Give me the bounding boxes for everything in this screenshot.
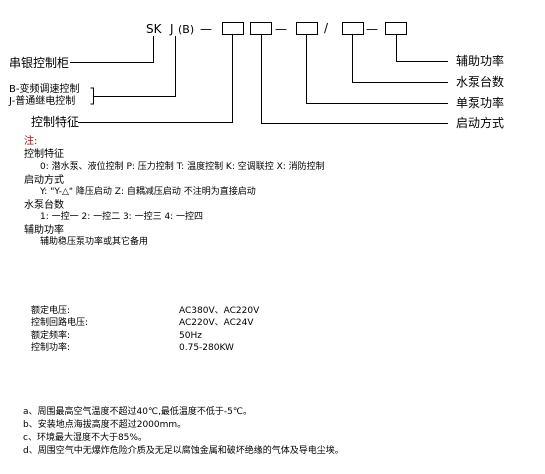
- label-pump-power: 单泵功率: [456, 96, 505, 110]
- notes-control-title: 控制特征: [24, 149, 64, 160]
- code-dash-1: —: [200, 22, 212, 36]
- code-prefix: SK: [146, 22, 162, 36]
- bracket-jb: [90, 87, 94, 105]
- code-dash-3: —: [366, 22, 378, 36]
- code-box-1: [222, 22, 244, 35]
- code-slash: /: [324, 21, 329, 35]
- notes-title: 注:: [24, 136, 38, 147]
- code-box-2: [250, 22, 272, 35]
- leader-box2: [261, 35, 448, 124]
- notes-aux-items: 辅助稳压泵功率或其它备用: [40, 237, 149, 247]
- label-start-method: 启动方式: [456, 116, 505, 130]
- notes-count-title: 水泵台数: [24, 200, 64, 211]
- leader-jb: [93, 36, 176, 97]
- spec-value: 50Hz: [179, 331, 202, 341]
- leader-box1: [78, 35, 233, 123]
- leader-box3: [306, 35, 448, 104]
- notes-start-title: 启动方式: [24, 175, 64, 186]
- notes-aux-title: 辅助功率: [24, 225, 64, 236]
- spec-label: 控制功率:: [31, 343, 71, 353]
- spec-value: AC220V、AC24V: [179, 318, 254, 328]
- code-dash-2: —: [275, 22, 287, 36]
- label-variable-freq: B-变频调速控制: [9, 84, 80, 95]
- code-box-3: [296, 22, 318, 35]
- code-b: (B): [178, 23, 195, 36]
- notes-count-items: 1: 一控一 2: 一控二 3: 一控三 4: 一控四: [40, 212, 204, 222]
- spec-label: 额定频率:: [31, 331, 71, 341]
- label-cabinet: 串银控制柜: [9, 56, 70, 70]
- condition-item: d、周围空气中无爆炸危险介质及无足以腐蚀金属和破坏绝缘的气体及导电尘埃。: [23, 446, 344, 456]
- leader-box4: [352, 35, 448, 83]
- label-relay: J-普通继电控制: [9, 96, 76, 107]
- code-j: J: [170, 22, 174, 36]
- label-aux-power: 辅助功率: [456, 54, 505, 68]
- notes-start-items: Y: "Y-△" 降压启动 Z: 自耦减压启动 不注明为直接启动: [40, 187, 256, 197]
- condition-item: c、环境最大湿度不大于85%。: [23, 433, 147, 443]
- spec-value: 0.75-280KW: [179, 343, 234, 353]
- label-control-feature: 控制特征: [31, 115, 80, 129]
- spec-label: 额定电压:: [31, 306, 71, 316]
- condition-item: b、安装地点海拔高度不超过2000mm。: [23, 420, 187, 430]
- leader-sk: [70, 36, 154, 63]
- condition-item: a、周围最高空气温度不超过40℃,最低温度不低于-5℃。: [23, 407, 253, 417]
- notes-control-items: 0: 潜水泵、液位控制 P: 压力控制 T: 温度控制 K: 空调联控 X: 消…: [40, 162, 325, 172]
- code-box-5: [385, 22, 407, 35]
- spec-value: AC380V、AC220V: [179, 306, 260, 316]
- leader-box5: [396, 35, 448, 62]
- spec-label: 控制回路电压:: [31, 318, 89, 328]
- code-box-4: [342, 22, 364, 35]
- label-pump-count: 水泵台数: [456, 75, 505, 89]
